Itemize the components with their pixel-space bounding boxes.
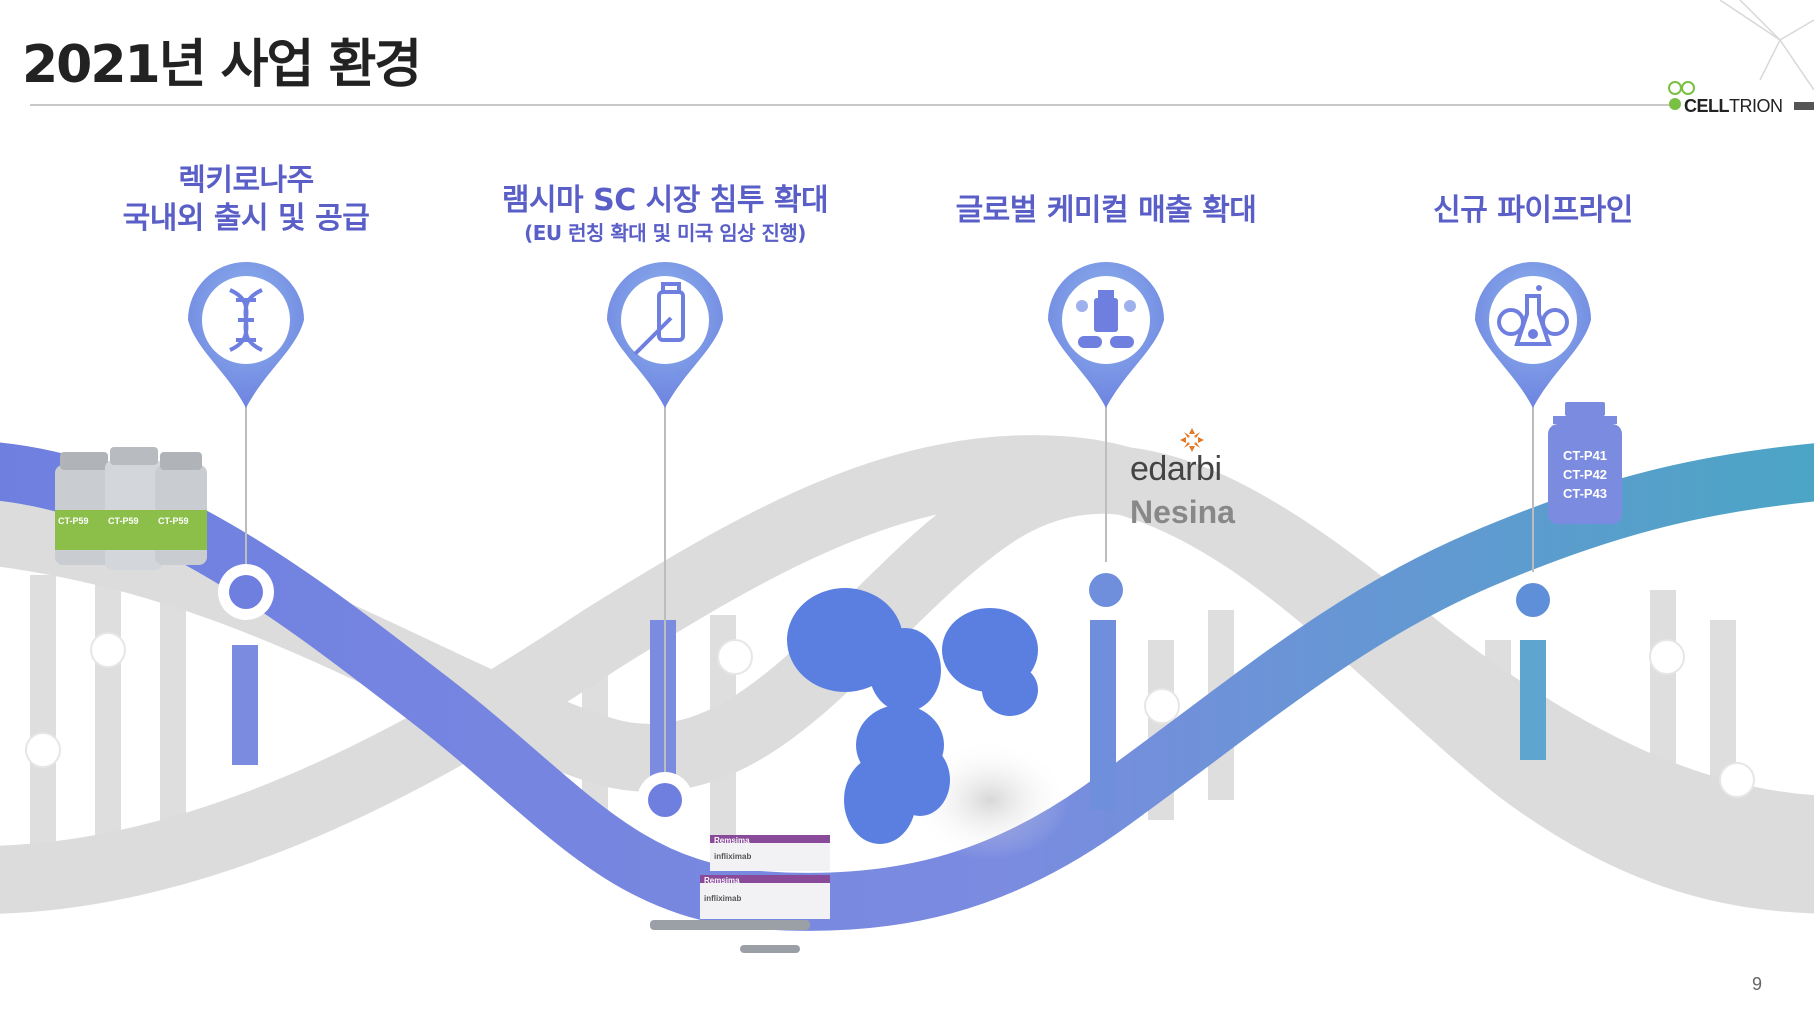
vaccine-vial-icon: [633, 282, 685, 356]
remsima-box-label-2: Remsima: [704, 876, 740, 885]
milestone-2-line1: 램시마 SC 시장 침투 확대: [501, 183, 829, 218]
regkirona-vials: [55, 447, 207, 570]
milestone-1-line2: 국내외 출시 및 공급: [122, 201, 370, 236]
gray-strand-2: [0, 435, 1814, 914]
edarbi-logo: [1180, 428, 1204, 452]
pipeline-label-3: CT-P43: [1562, 486, 1608, 501]
milestone-3-line1: 글로벌 케미컬 매출 확대: [955, 193, 1257, 228]
remsima-boxes: [650, 835, 830, 953]
pipeline-labels: CT-P41 CT-P42 CT-P43: [1548, 446, 1622, 503]
pipeline-label-2: CT-P42: [1562, 467, 1608, 482]
celltrion-logo-text: CELLTRION: [1684, 96, 1783, 117]
milestone-3-heading: 글로벌 케미컬 매출 확대: [910, 192, 1302, 230]
vial-label-3: CT-P59: [158, 516, 189, 526]
pills-bottle-icon: [1076, 290, 1136, 348]
brand-nesina: Nesina: [1130, 494, 1235, 530]
milestone-1-heading: 렉키로나주 국내외 출시 및 공급: [90, 162, 402, 238]
antibody-image: [787, 588, 1070, 860]
page-title: 2021년 사업 환경: [22, 35, 422, 95]
milestone-4-line1: 신규 파이프라인: [1433, 193, 1633, 228]
flask-gears-icon: [1497, 285, 1569, 346]
remsima-box-sub-1: infliximab: [714, 852, 752, 861]
remsima-box-sub-2: infliximab: [704, 894, 742, 903]
celltrion-logo-mark: [1668, 80, 1702, 120]
pipeline-label-1: CT-P41: [1562, 448, 1608, 463]
title-divider: [30, 104, 1670, 106]
milestone-2-line2: (EU 런칭 확대 및 미국 임상 진행): [524, 221, 806, 245]
milestone-2-heading: 램시마 SC 시장 침투 확대 (EU 런칭 확대 및 미국 임상 진행): [480, 182, 850, 246]
brand-edarbi: edarbi: [1130, 450, 1222, 488]
logo-text-bold: CELL: [1684, 96, 1730, 116]
blue-strand: [0, 442, 1814, 931]
connector-lines: [245, 405, 1534, 800]
vial-label-1: CT-P59: [58, 516, 89, 526]
logo-text-light: TRION: [1729, 96, 1783, 116]
milestone-1-line1: 렉키로나주: [178, 163, 314, 198]
dna-icon: [229, 288, 263, 352]
strand-nodes: [218, 562, 1561, 828]
vial-label-2: CT-P59: [108, 516, 139, 526]
remsima-box-label-1: Remsima: [714, 836, 750, 845]
logo-bar: [1794, 102, 1814, 110]
page-number: 9: [1752, 974, 1763, 994]
milestone-4-heading: 신규 파이프라인: [1400, 192, 1666, 230]
blue-rungs: [232, 620, 1546, 810]
location-pins: [188, 262, 1591, 408]
corner-network-deco: [1719, 0, 1814, 91]
rung-dots: [25, 632, 1755, 798]
pipeline-bottle: [1548, 402, 1622, 524]
